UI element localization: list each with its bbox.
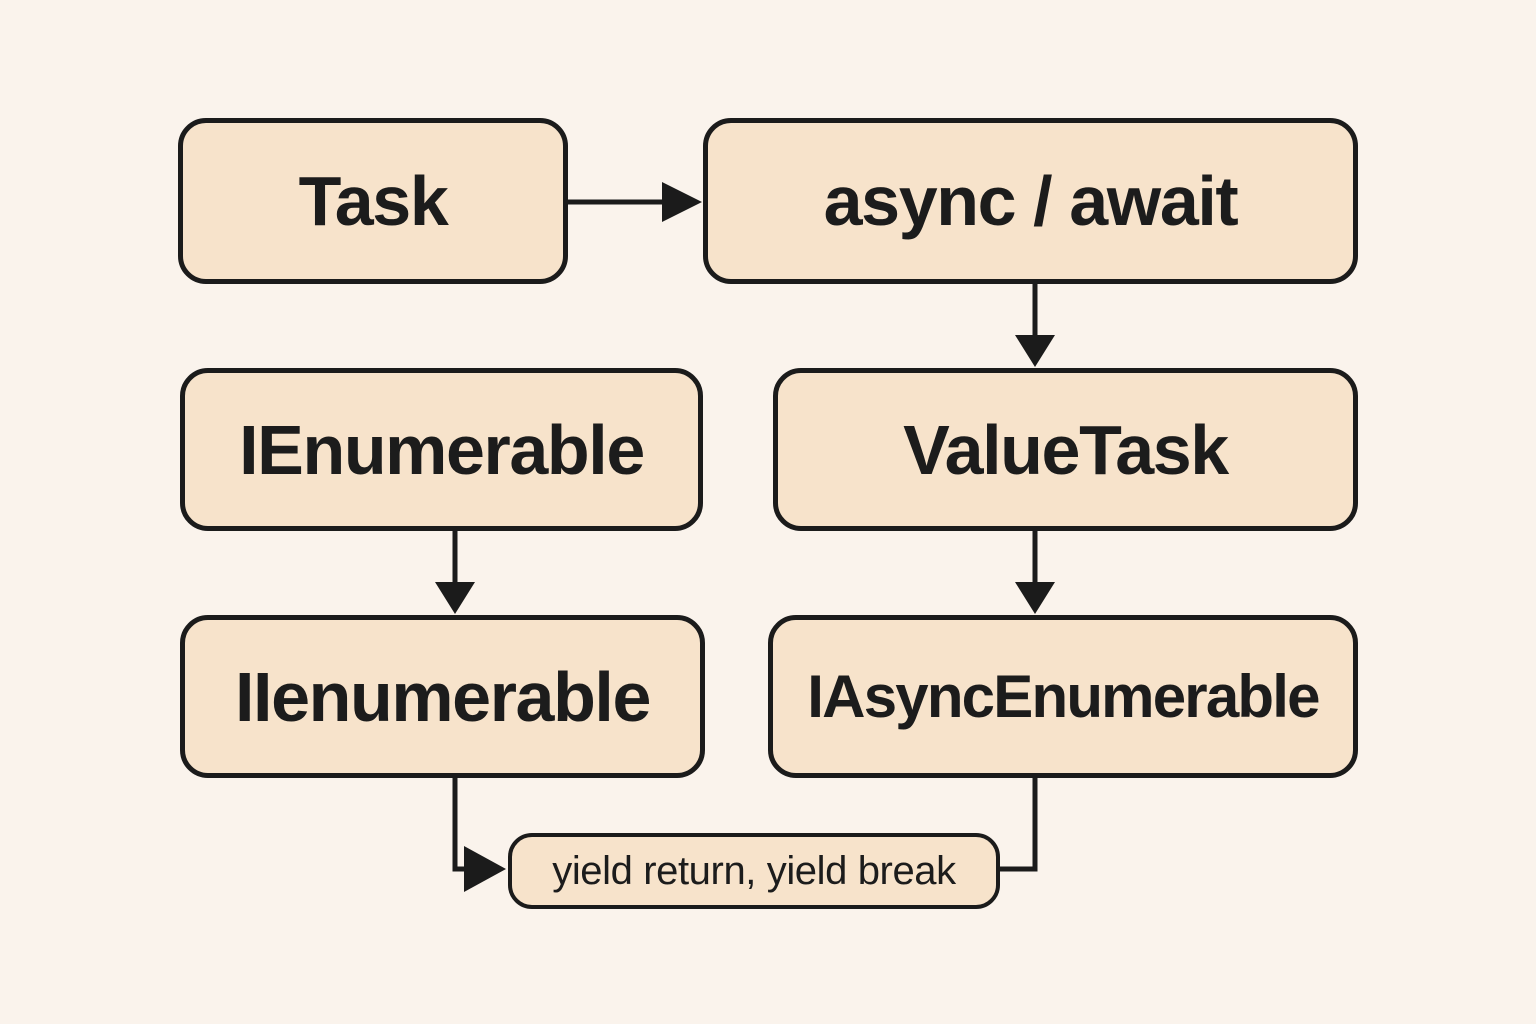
node-iasyncenumerable-label: IAsyncEnumerable xyxy=(807,662,1320,730)
node-async-await-label: async / await xyxy=(823,162,1239,240)
arrowhead-right-icon xyxy=(464,846,506,892)
node-task-label: Task xyxy=(298,162,449,240)
arrowhead-down-icon xyxy=(435,582,475,614)
node-iasyncenumerable: IAsyncEnumerable xyxy=(768,615,1358,778)
node-yield: yield return, yield break xyxy=(508,833,1000,909)
node-iienumerable: IIenumerable xyxy=(180,615,705,778)
arrowhead-down-icon xyxy=(1015,335,1055,367)
node-async-await: async / await xyxy=(703,118,1358,284)
node-ienumerable-label: IEnumerable xyxy=(239,410,645,489)
node-iienumerable-label: IIenumerable xyxy=(234,657,651,736)
edge-iasyncenumerable-to-yield xyxy=(1000,776,1038,872)
arrowhead-right-icon xyxy=(662,182,702,222)
node-ienumerable: IEnumerable xyxy=(180,368,703,531)
node-yield-label: yield return, yield break xyxy=(552,849,956,893)
arrowhead-down-icon xyxy=(1015,582,1055,614)
node-task: Task xyxy=(178,118,568,284)
node-valuetask-label: ValueTask xyxy=(903,410,1229,489)
edge-iienumerable-to-yield xyxy=(452,776,468,872)
node-valuetask: ValueTask xyxy=(773,368,1358,531)
